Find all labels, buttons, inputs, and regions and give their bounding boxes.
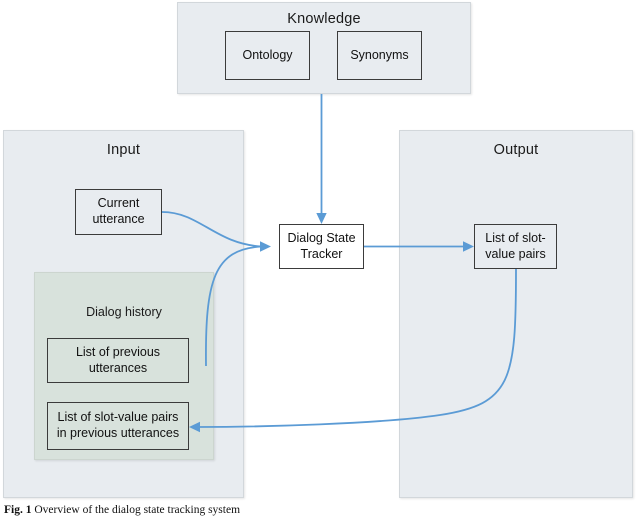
figure-caption: Fig. 1 Overview of the dialog state trac… xyxy=(4,504,624,516)
node-list-of-previous-utterances: List of previous utterances xyxy=(47,338,189,383)
node-synonyms: Synonyms xyxy=(337,31,422,80)
panel-output: Output xyxy=(399,130,633,498)
panel-output-title: Output xyxy=(493,142,539,158)
figure-caption-prefix: Fig. 1 xyxy=(4,504,32,516)
node-current-utterance: Current utterance xyxy=(75,189,162,235)
node-list-of-slot-value-pairs: List of slot-value pairs xyxy=(474,224,557,269)
panel-knowledge: Knowledge xyxy=(177,2,471,94)
panel-knowledge-title: Knowledge xyxy=(287,11,361,27)
panel-input-title: Input xyxy=(106,142,141,158)
node-dialog-state-tracker: Dialog State Tracker xyxy=(279,224,364,269)
panel-dialog-history-title: Dialog history xyxy=(86,305,162,319)
edge-knowledge-to-tracker xyxy=(316,94,327,224)
node-ontology: Ontology xyxy=(225,31,310,80)
figure-caption-text: Overview of the dialog state tracking sy… xyxy=(34,504,241,516)
node-list-of-slot-value-pairs-in-previous-utterances: List of slot-value pairs in previous utt… xyxy=(47,402,189,450)
